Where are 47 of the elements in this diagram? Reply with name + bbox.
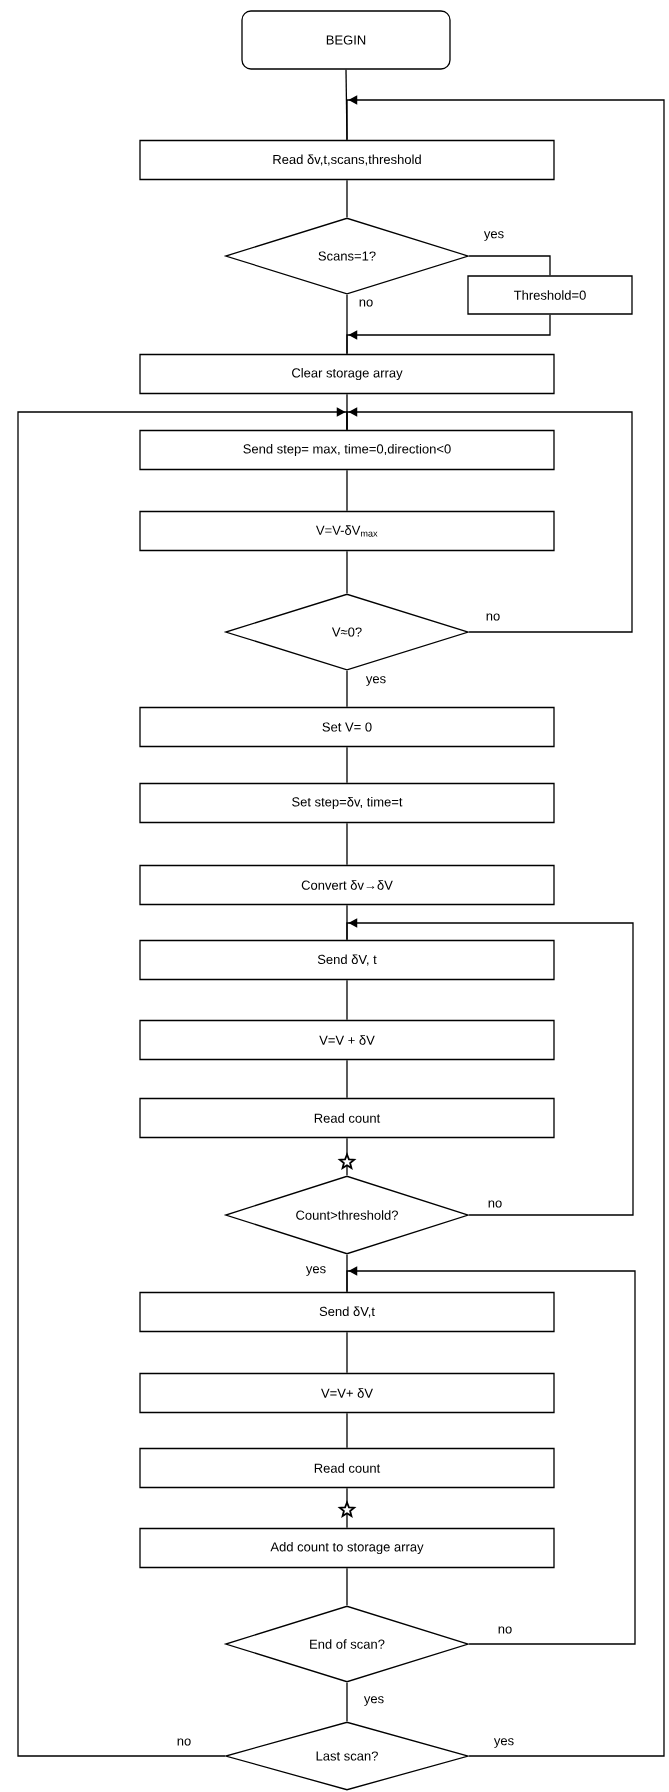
arrow: [17, 407, 348, 1757]
process-box: Send δV, t: [139, 939, 555, 981]
connector-line: [346, 1137, 348, 1176]
connector-line: [346, 1487, 348, 1529]
edge-label: no: [496, 1625, 514, 1635]
process-box: Add count to storage array: [139, 1527, 555, 1569]
edge-label: yes: [364, 675, 388, 687]
process-box: Send step= max, time=0,direction<0: [139, 429, 555, 471]
process-box: V=V+ δV: [139, 1372, 555, 1414]
process-box: Read count: [139, 1447, 555, 1489]
process-box: Set V= 0: [139, 706, 555, 748]
connector-line: [346, 1331, 348, 1374]
process-box: Read count: [139, 1097, 555, 1139]
connector-line: [468, 255, 551, 276]
process-box: Threshold=0: [467, 275, 633, 315]
edge-label: yes: [304, 1265, 328, 1277]
process-box: Clear storage array: [139, 353, 555, 395]
process-box: V=V + δV: [139, 1019, 555, 1061]
edge-label: no: [175, 1737, 193, 1747]
arrow: [346, 95, 665, 1757]
connector-line: [346, 1412, 348, 1449]
process-box: Convert δv→δV: [139, 864, 555, 906]
edge-label: yes: [492, 1737, 516, 1749]
connector-line: [346, 670, 348, 708]
process-box: Set step=δv, time=t: [139, 782, 555, 824]
edge-label: no: [484, 612, 502, 622]
connector-line: [346, 469, 348, 512]
process-box: Send δV,t: [139, 1291, 555, 1333]
arrow: [346, 1266, 636, 1645]
connector-line: [346, 1682, 348, 1722]
start-box: BEGIN: [241, 10, 451, 70]
edge-label: yes: [362, 1695, 386, 1707]
connector-line: [346, 1059, 348, 1099]
arrow: [346, 314, 551, 355]
connector-line: [346, 979, 348, 1021]
process-box: V=V-δV$_{max}$: [139, 510, 555, 552]
process-box: Read δv,t,scans,threshold: [139, 139, 555, 181]
connector-line: [346, 1567, 348, 1606]
edge-label: yes: [482, 230, 506, 242]
connector-line: [346, 550, 348, 594]
connector-line: [346, 746, 348, 784]
connector-line: [346, 179, 348, 218]
arrow: [346, 407, 633, 633]
arrow: [346, 918, 634, 1216]
connector-line: [346, 822, 348, 866]
edge-label: no: [357, 298, 375, 308]
edge-label: no: [486, 1199, 504, 1209]
